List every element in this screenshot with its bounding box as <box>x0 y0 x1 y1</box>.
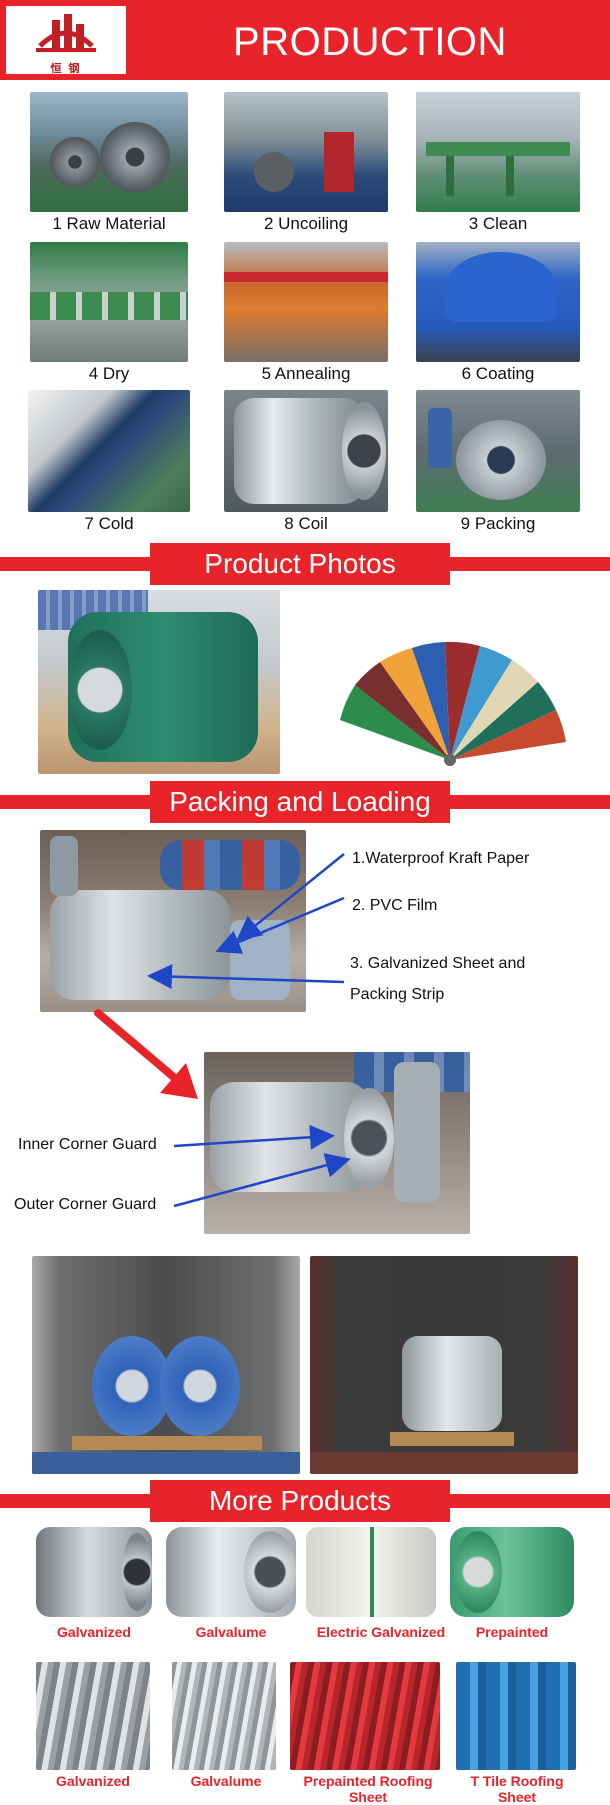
label-kraft-paper: 1.Waterproof Kraft Paper <box>352 850 530 867</box>
company-logo <box>6 6 126 74</box>
section-title-more-products: More Products <box>150 1480 450 1522</box>
product-label: Prepainted Roofing Sheet <box>303 1773 433 1805</box>
step-photo-cold <box>28 390 190 512</box>
label-packing-strip: Packing Strip <box>350 986 445 1003</box>
product-label: Electric Galvanized <box>316 1624 446 1640</box>
product-label: Galvalume <box>190 1773 262 1789</box>
product-photo-green-coil <box>38 590 280 774</box>
product-label: Prepainted <box>475 1624 549 1640</box>
step-label: 8 Coil <box>284 514 328 533</box>
step-photo-dry <box>30 242 188 362</box>
step-photo-coil <box>224 390 388 512</box>
step-photo-raw-material <box>30 92 188 212</box>
step-photo-uncoiling <box>224 92 388 212</box>
product-label: T Tile Roofing Sheet <box>470 1773 564 1805</box>
product-label: Galvalume <box>195 1624 267 1640</box>
product-galvanized-corrugated-sheet <box>36 1662 150 1770</box>
step-label: 1 Raw Material <box>52 214 166 233</box>
product-galvalume-corrugated-sheet <box>172 1662 276 1770</box>
section-title-packing-loading: Packing and Loading <box>150 781 450 823</box>
corner-guard-arrows <box>173 1124 351 1208</box>
step-label: 9 Packing <box>460 514 536 533</box>
step-photo-clean <box>416 92 580 212</box>
step-photo-coating <box>416 242 580 362</box>
logo-building-icon <box>36 14 96 52</box>
color-swatch-fan-icon <box>340 641 566 766</box>
step-label: 3 Clean <box>468 214 528 233</box>
logo-text: 恒 钢 <box>50 63 82 75</box>
product-prepainted-coil <box>450 1527 574 1617</box>
step-label: 7 Cold <box>84 514 134 533</box>
step-label: 4 Dry <box>88 364 130 383</box>
product-galvanized-coil <box>36 1527 152 1617</box>
packing-photo-corner-guard <box>204 1052 470 1234</box>
product-photo-color-fan <box>330 595 570 770</box>
packing-arrows <box>147 853 345 990</box>
label-pvc-film: 2. PVC Film <box>352 897 438 914</box>
product-electric-galvanized-coil <box>306 1527 436 1617</box>
label-inner-corner-guard: Inner Corner Guard <box>18 1136 157 1153</box>
step-label: 5 Annealing <box>261 364 351 383</box>
step-label: 2 Uncoiling <box>263 214 349 233</box>
section-title-product-photos: Product Photos <box>150 543 450 585</box>
product-t-tile-roofing-sheet <box>456 1662 576 1770</box>
red-arrow-icon <box>94 1009 198 1099</box>
product-label: Galvanized <box>56 1773 130 1789</box>
packing-photo-wrapped-coil <box>40 830 306 1012</box>
product-prepainted-roofing-sheet <box>290 1662 440 1770</box>
container-photo-silver-coil <box>310 1256 578 1474</box>
step-photo-annealing <box>224 242 388 362</box>
container-photo-blue-coils <box>32 1256 300 1474</box>
step-label: 6 Coating <box>461 364 535 383</box>
page-title: PRODUCTION PROCESS <box>233 20 507 120</box>
label-galvanized-sheet: 3. Galvanized Sheet and <box>350 955 526 972</box>
step-photo-packing <box>416 390 580 512</box>
label-outer-corner-guard: Outer Corner Guard <box>14 1196 157 1213</box>
product-label: Galvanized <box>57 1624 131 1640</box>
product-galvalume-coil <box>166 1527 296 1617</box>
